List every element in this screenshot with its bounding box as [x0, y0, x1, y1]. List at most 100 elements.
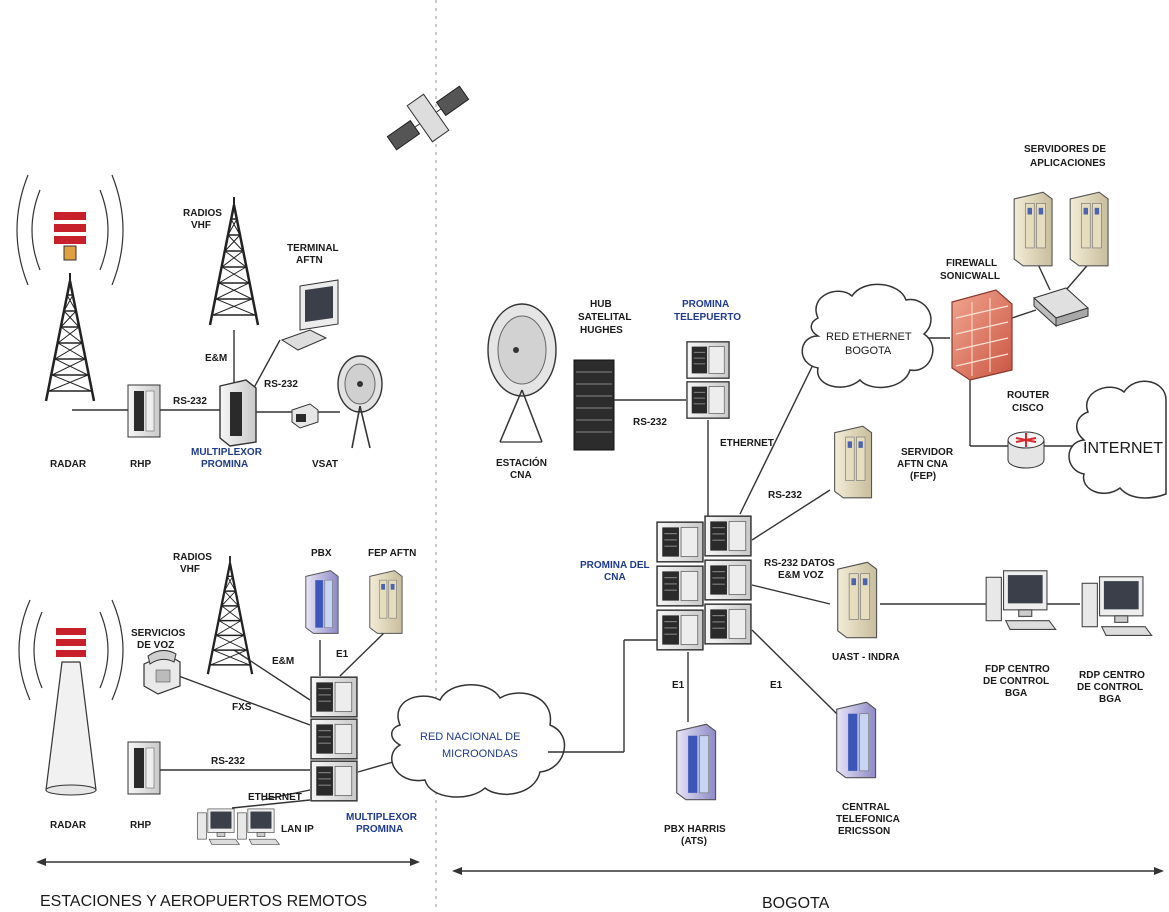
terminal-label: TERMINAL — [287, 243, 339, 254]
pc-icon-lan-2 — [236, 808, 280, 845]
rdp-label-3: BGA — [1099, 694, 1121, 705]
firewall-icon — [951, 289, 1013, 381]
link-label-fxs: FXS — [232, 702, 252, 713]
server-icon-app-1 — [1013, 191, 1053, 267]
multiplexor-label-top-2: PROMINA — [201, 459, 248, 470]
link-label-ethernet: ETHERNET — [720, 438, 774, 449]
telepuerto-label-2: TELEPUERTO — [674, 312, 741, 323]
server-icon-fep — [369, 570, 403, 634]
router-label-2: CISCO — [1012, 403, 1044, 414]
hub-label-2: SATELITAL — [578, 312, 632, 323]
promina-cna-label-1: PROMINA DEL — [580, 560, 650, 571]
rhp-icon — [127, 384, 161, 438]
hub-label-3: HUGHES — [580, 325, 623, 336]
ethernet-label-bottom: ETHERNET — [248, 792, 302, 803]
pbx-harris-label-2: (ATS) — [681, 836, 707, 847]
vsat-label: VSAT — [312, 459, 338, 470]
link-label-rs232-servidor: RS-232 — [768, 490, 802, 501]
server-icon-pbx-harris — [676, 723, 717, 801]
fdp-label-2: DE CONTROL — [983, 676, 1049, 687]
radar-cone-icon — [18, 599, 124, 796]
servidor-label-3: (FEP) — [910, 471, 936, 482]
radar-label-top: RADAR — [50, 459, 87, 470]
satellite-icon — [386, 85, 470, 151]
vsat-modem-icon — [291, 403, 319, 429]
pbx-harris-label-1: PBX HARRIS — [664, 824, 726, 835]
hub-label-1: HUB — [590, 299, 612, 310]
left-span-arrow — [36, 858, 420, 866]
dish-icon-vsat — [337, 355, 383, 449]
wires-bottom-station — [160, 631, 401, 809]
link-label-e1-bottom: E1 — [336, 649, 349, 660]
link-label-uast-2: E&M VOZ — [778, 570, 824, 581]
radios-label-bottom: RADIOS — [173, 552, 212, 563]
link-label-rs232-terminal: RS-232 — [264, 379, 298, 390]
vhf-label-bottom: VHF — [180, 564, 200, 575]
wires-top-station — [72, 330, 340, 413]
multiplexor-icon-top — [219, 379, 257, 447]
fdp-label-1: FDP CENTRO — [985, 664, 1050, 675]
link-label-em-bottom: E&M — [272, 656, 294, 667]
cloud-icon-ethernet-bogota — [801, 283, 934, 389]
multiplexor-label-bottom-2: PROMINA — [356, 824, 403, 835]
server-icon-central — [836, 701, 877, 779]
server-icon-pbx — [305, 570, 339, 634]
rack-icon-promina-cna — [656, 515, 752, 651]
uast-label: UAST - INDRA — [832, 652, 900, 663]
rhp-icon-bottom — [127, 741, 161, 795]
fdp-label-3: BGA — [1005, 688, 1027, 699]
cloud-icon-internet — [1068, 380, 1167, 499]
central-label-2: TELEFONICA — [836, 814, 900, 825]
firewall-label-2: SONICWALL — [940, 271, 1000, 282]
promina-cna-label-2: CNA — [604, 572, 626, 583]
servidores-label-1: SERVIDORES DE — [1024, 144, 1106, 155]
multiplexor-rack-icon-bottom — [310, 676, 358, 802]
aftn-label: AFTN — [296, 255, 323, 266]
link-label-rs232-hub: RS-232 — [633, 417, 667, 428]
pbx-label: PBX — [311, 548, 332, 559]
rack-icon-telepuerto — [686, 341, 730, 419]
cloud-label-ethernet-1: RED ETHERNET — [826, 331, 912, 343]
radar-tower-icon — [16, 174, 124, 403]
link-label-e1-pbx: E1 — [672, 680, 685, 691]
link-label-uast-1: RS-232 DATOS — [764, 558, 835, 569]
phone-icon — [143, 650, 181, 695]
cloud-label-microondas-2: MICROONDAS — [442, 748, 518, 760]
pc-icon-fdp — [985, 570, 1057, 630]
multiplexor-label-top-1: MULTIPLEXOR — [191, 447, 263, 458]
telepuerto-label-1: PROMINA — [682, 299, 729, 310]
servidor-label-1: SERVIDOR — [901, 447, 954, 458]
server-icon-aftn — [834, 425, 873, 499]
section-label-right: BOGOTA — [762, 895, 830, 912]
cloud-label-microondas-1: RED NACIONAL DE — [420, 731, 520, 743]
link-label-em-top: E&M — [205, 353, 227, 364]
multiplexor-label-bottom-1: MULTIPLEXOR — [346, 812, 418, 823]
rack-icon-hub — [573, 359, 615, 451]
switch-icon — [1033, 287, 1089, 328]
rhp-label-bottom: RHP — [130, 820, 151, 831]
link-label-e1-central: E1 — [770, 680, 783, 691]
fep-label: FEP AFTN — [368, 548, 416, 559]
vhf-label-top: VHF — [191, 220, 211, 231]
server-icon-app-2 — [1069, 191, 1109, 267]
servicios-label-2: DE VOZ — [137, 640, 174, 651]
central-label-1: CENTRAL — [842, 802, 890, 813]
server-icon-uast — [837, 561, 878, 639]
central-label-3: ERICSSON — [838, 826, 890, 837]
radio-tower-icon-bottom — [206, 556, 254, 676]
pc-icon-rdp — [1081, 576, 1153, 636]
link-label-rs232-top: RS-232 — [173, 396, 207, 407]
estacion-label-2: CNA — [510, 470, 532, 481]
terminal-icon — [280, 279, 339, 351]
link-label-rs232-bottom: RS-232 — [211, 756, 245, 767]
rdp-label-2: DE CONTROL — [1077, 682, 1143, 693]
firewall-label-1: FIREWALL — [946, 258, 997, 269]
servicios-label-1: SERVICIOS — [131, 628, 186, 639]
section-label-left: ESTACIONES Y AEROPUERTOS REMOTOS — [40, 893, 367, 910]
cloud-label-internet: INTERNET — [1083, 440, 1163, 457]
radios-label-top: RADIOS — [183, 208, 222, 219]
rdp-label-1: RDP CENTRO — [1079, 670, 1145, 681]
servidor-label-2: AFTN CNA — [897, 459, 948, 470]
router-label-1: ROUTER — [1007, 390, 1050, 401]
